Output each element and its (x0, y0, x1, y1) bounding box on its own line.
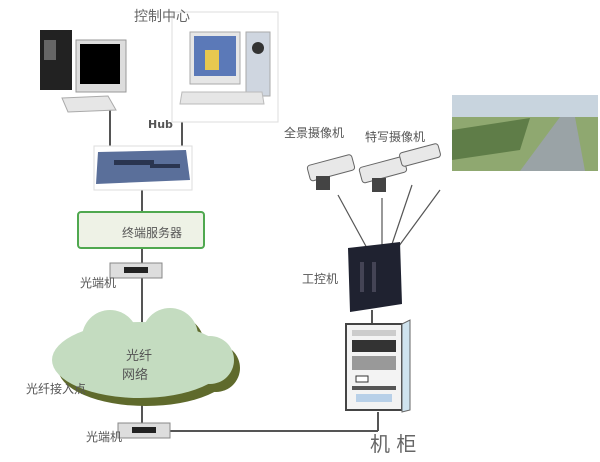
fiber-network-label-line1: 光纤 (126, 349, 153, 364)
closeup-camera-label: 特写摄像机 (365, 130, 426, 144)
panorama-camera-icon (306, 154, 356, 190)
workstation-pc-icon (40, 30, 127, 113)
industrial-pc-icon (348, 242, 402, 312)
line-cam3-ipc (389, 184, 413, 251)
hub-label: Hub (148, 118, 173, 131)
closeup-camera-icon (358, 143, 441, 192)
line-cam1-ipc (337, 194, 369, 251)
industrial-pc-label: 工控机 (302, 272, 339, 286)
fiber-network-cloud-icon (52, 308, 240, 406)
traffic-scene-photo (452, 95, 598, 171)
optical-transceiver-bottom-label: 光端机 (86, 430, 123, 444)
fiber-network-label-line2: 网络 (122, 368, 149, 383)
optical-transceiver-top-icon (109, 262, 163, 279)
terminal-server-box (77, 211, 205, 249)
optical-transceiver-top-label: 光端机 (80, 276, 117, 290)
control-center-label: 控制中心 (134, 9, 190, 25)
terminal-server-label: 终端服务器 (122, 226, 183, 240)
optical-transceiver-bottom-icon (117, 422, 171, 439)
cabinet-rack-icon (345, 319, 411, 413)
hub-switch-icon (93, 145, 193, 191)
cabinet-label: 机 柜 (370, 432, 417, 456)
line-cam4-ipc (395, 189, 441, 251)
panorama-camera-label: 全景摄像机 (284, 126, 345, 140)
fiber-access-point-label: 光纤接入点 (26, 382, 87, 396)
control-center-pc-icon (171, 11, 279, 123)
